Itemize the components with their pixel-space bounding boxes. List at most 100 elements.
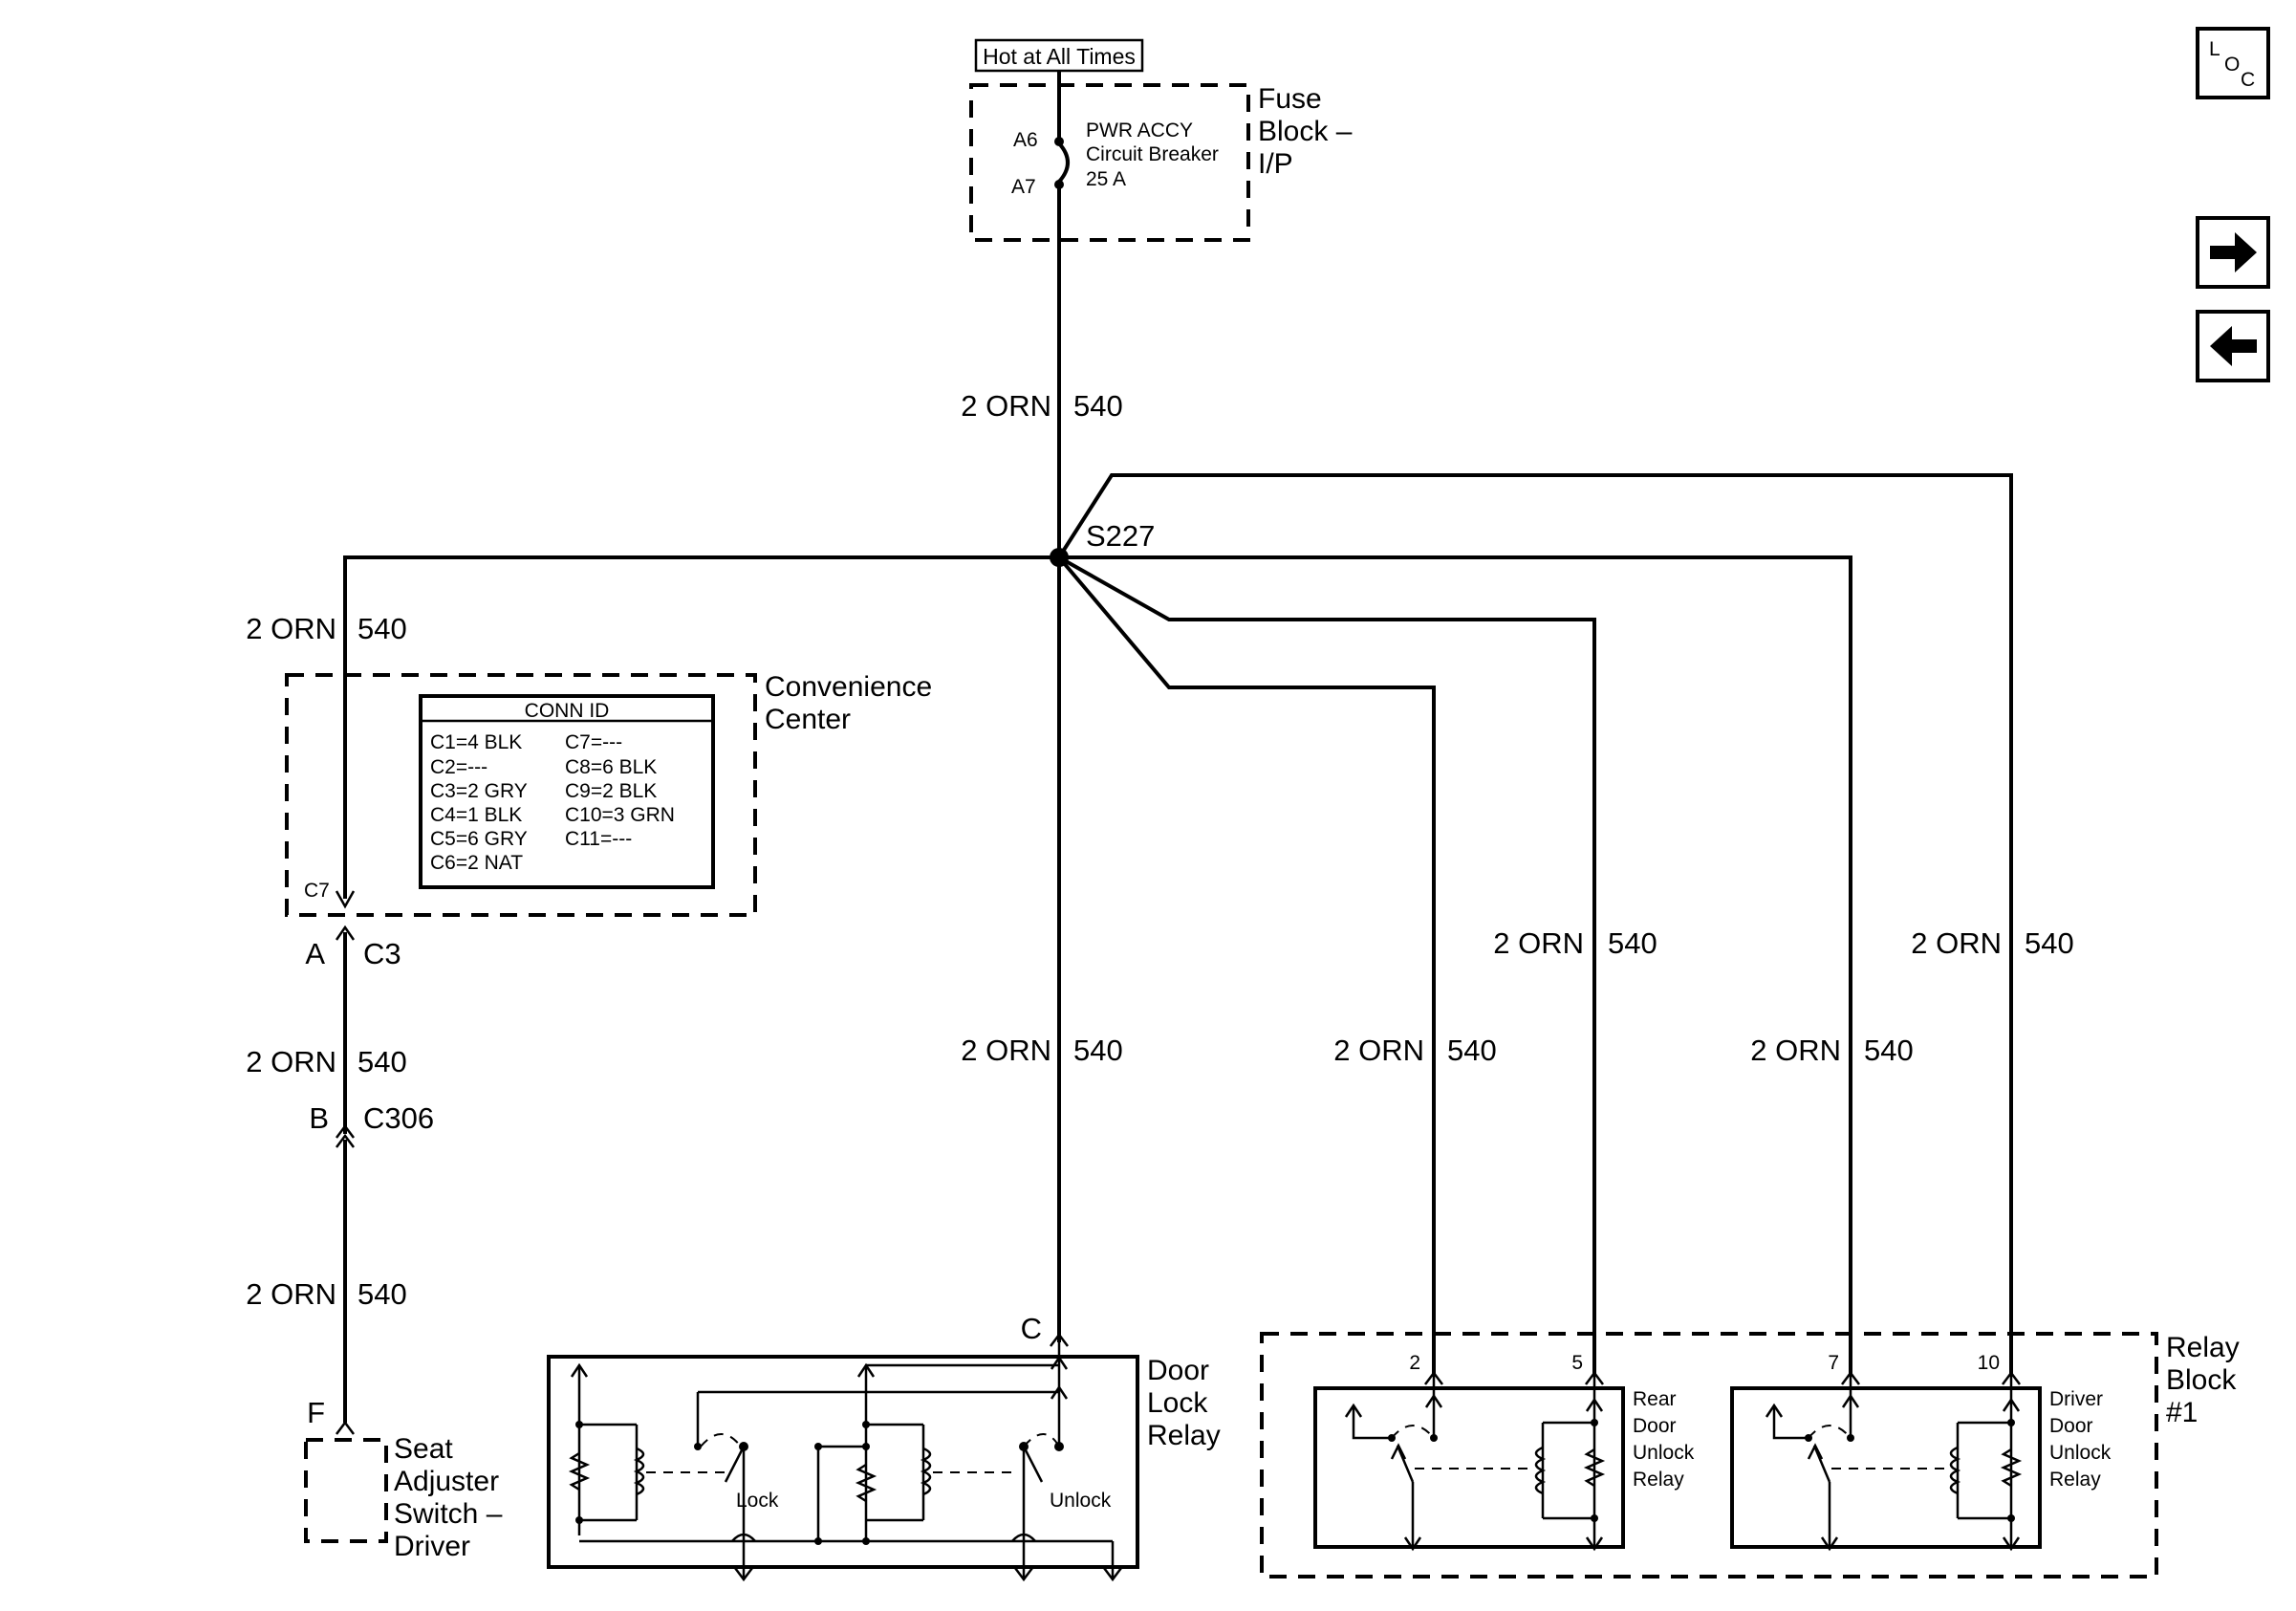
wire-label-main-color: 2 ORN	[961, 389, 1051, 423]
wire-label-dlr-color: 2 ORN	[961, 1034, 1051, 1067]
svg-text:Relay: Relay	[2049, 1469, 2101, 1491]
hot-at-all-times-text: Hot at All Times	[983, 44, 1136, 69]
unlock-contact-label: Unlock	[1050, 1490, 1112, 1512]
wire-label-pin7-circuit: 540	[1864, 1034, 1914, 1067]
svg-text:Door: Door	[1147, 1355, 1209, 1386]
svg-text:O: O	[2224, 54, 2240, 76]
svg-text:Adjuster: Adjuster	[394, 1466, 499, 1497]
arrow-right-icon	[2210, 232, 2257, 272]
fuse-block-outline	[969, 83, 1250, 242]
pin-a6-label: A6	[1013, 129, 1038, 151]
door-lock-relay-internals: Lock Unlock	[568, 1342, 1122, 1582]
seat-switch-pin-symbol	[336, 1420, 355, 1435]
svg-text:Driver: Driver	[394, 1531, 470, 1562]
pin-a7-label: A7	[1011, 176, 1036, 198]
driver-door-unlock-relay-outline	[1730, 1386, 2042, 1549]
driver-door-unlock-relay-label: Driver Door Unlock Relay	[2049, 1388, 2112, 1491]
convenience-center-outline	[285, 673, 757, 917]
seat-switch-label: Seat Adjuster Switch – Driver	[394, 1433, 503, 1562]
svg-text:Door: Door	[1633, 1415, 1677, 1437]
svg-text:Block: Block	[2166, 1364, 2237, 1396]
svg-text:C6=2 NAT: C6=2 NAT	[430, 852, 523, 874]
relay-block-pin-2-symbol	[1424, 1370, 1443, 1385]
wire-to-pin-5	[1058, 555, 1596, 1377]
svg-text:Door: Door	[2049, 1415, 2093, 1437]
svg-text:Block –: Block –	[1258, 116, 1353, 147]
svg-text:Circuit Breaker: Circuit Breaker	[1086, 143, 1219, 165]
wire-label-pin5-circuit: 540	[1608, 926, 1657, 960]
svg-text:C2=---: C2=---	[430, 756, 487, 778]
arrow-left-icon	[2210, 326, 2257, 366]
svg-text:PWR ACCY: PWR ACCY	[1086, 120, 1193, 142]
loc-icon: L O C	[2209, 38, 2255, 91]
relay-block-pin-7: 7	[1828, 1352, 1839, 1374]
conn-id-title: CONN ID	[525, 700, 610, 722]
wire-label-pin2-color: 2 ORN	[1333, 1034, 1424, 1067]
door-lock-relay-pin-symbol	[1050, 1332, 1069, 1347]
wire-label-dlr-circuit: 540	[1073, 1034, 1123, 1067]
door-lock-relay-outline	[547, 1355, 1139, 1569]
svg-text:Center: Center	[765, 704, 851, 735]
svg-text:#1: #1	[2166, 1397, 2198, 1428]
conn-id-table	[419, 694, 715, 889]
seat-switch-pin: F	[307, 1396, 325, 1429]
relay-block-pin-2: 2	[1409, 1352, 1420, 1374]
svg-text:C4=1 BLK: C4=1 BLK	[430, 804, 522, 826]
driver-door-unlock-relay-internals	[1765, 1377, 2023, 1552]
relay-block-outline	[1260, 1332, 2158, 1578]
circuit-breaker-label: PWR ACCY Circuit Breaker 25 A	[1086, 120, 1219, 190]
svg-text:Relay: Relay	[1147, 1420, 1221, 1451]
wire-label-pin7-color: 2 ORN	[1750, 1034, 1841, 1067]
door-lock-relay-label: Door Lock Relay	[1147, 1355, 1221, 1451]
svg-text:I/P: I/P	[1258, 148, 1293, 180]
wire-label-pin10-color: 2 ORN	[1911, 926, 2002, 960]
pin-a7-dot	[1054, 180, 1064, 189]
svg-text:C1=4 BLK: C1=4 BLK	[430, 731, 522, 753]
pin-c7-label: C7	[304, 880, 330, 902]
svg-text:C: C	[2241, 69, 2255, 91]
connector-c3-id: C3	[363, 937, 401, 970]
svg-text:25 A: 25 A	[1086, 168, 1126, 190]
wire-label-pin5-color: 2 ORN	[1493, 926, 1584, 960]
circuit-breaker-icon	[1057, 142, 1070, 184]
wire-label-main-circuit: 540	[1073, 389, 1123, 423]
svg-text:Lock: Lock	[1147, 1387, 1208, 1419]
relay-block-label: Relay Block #1	[2166, 1332, 2240, 1428]
svg-text:C11=---: C11=---	[565, 828, 632, 850]
connector-c306-id: C306	[363, 1101, 434, 1135]
back-button[interactable]	[2196, 310, 2270, 382]
wire-to-convenience-center	[343, 555, 1059, 899]
svg-text:Unlock: Unlock	[2049, 1442, 2112, 1464]
svg-text:Relay: Relay	[2166, 1332, 2240, 1363]
svg-text:Unlock: Unlock	[1633, 1442, 1695, 1464]
wire-to-pin-10	[1057, 473, 2013, 1377]
fuse-block-label: Fuse Block – I/P	[1258, 83, 1353, 180]
rear-door-unlock-relay-outline	[1313, 1386, 1625, 1549]
wire-label-c3-circuit: 540	[357, 1045, 407, 1078]
conn-id-column-1: C1=4 BLK C2=--- C3=2 GRY C4=1 BLK C5=6 G…	[430, 731, 528, 874]
door-lock-relay-pin: C	[1021, 1312, 1042, 1345]
connector-c306-symbol-top	[336, 1123, 355, 1139]
svg-text:Driver: Driver	[2049, 1388, 2103, 1410]
wire-to-pin-2	[1057, 555, 1436, 1377]
rear-door-unlock-relay-internals	[1344, 1377, 1606, 1552]
wire-label-c306-color: 2 ORN	[246, 1277, 336, 1311]
wire-label-cc-circuit: 540	[357, 612, 407, 645]
wire-label-pin2-circuit: 540	[1447, 1034, 1497, 1067]
svg-text:Rear: Rear	[1633, 1388, 1677, 1410]
relay-block-pin-10: 10	[1978, 1352, 2000, 1374]
svg-text:Convenience: Convenience	[765, 671, 932, 703]
wire-label-c3-color: 2 ORN	[246, 1045, 336, 1078]
conn-id-column-2: C7=--- C8=6 BLK C9=2 BLK C10=3 GRN C11=-…	[565, 731, 675, 850]
connector-c3-pin: A	[305, 937, 325, 970]
forward-button[interactable]	[2196, 216, 2270, 289]
component-locator-button[interactable]: L O C	[2196, 27, 2270, 99]
svg-text:C3=2 GRY: C3=2 GRY	[430, 780, 528, 802]
svg-text:C8=6 BLK: C8=6 BLK	[565, 756, 657, 778]
splice-s227-label: S227	[1086, 519, 1155, 553]
seat-switch-outline	[304, 1438, 388, 1543]
svg-text:C5=6 GRY: C5=6 GRY	[430, 828, 528, 850]
wire-label-pin10-circuit: 540	[2025, 926, 2074, 960]
wire-label-c306-circuit: 540	[357, 1277, 407, 1311]
